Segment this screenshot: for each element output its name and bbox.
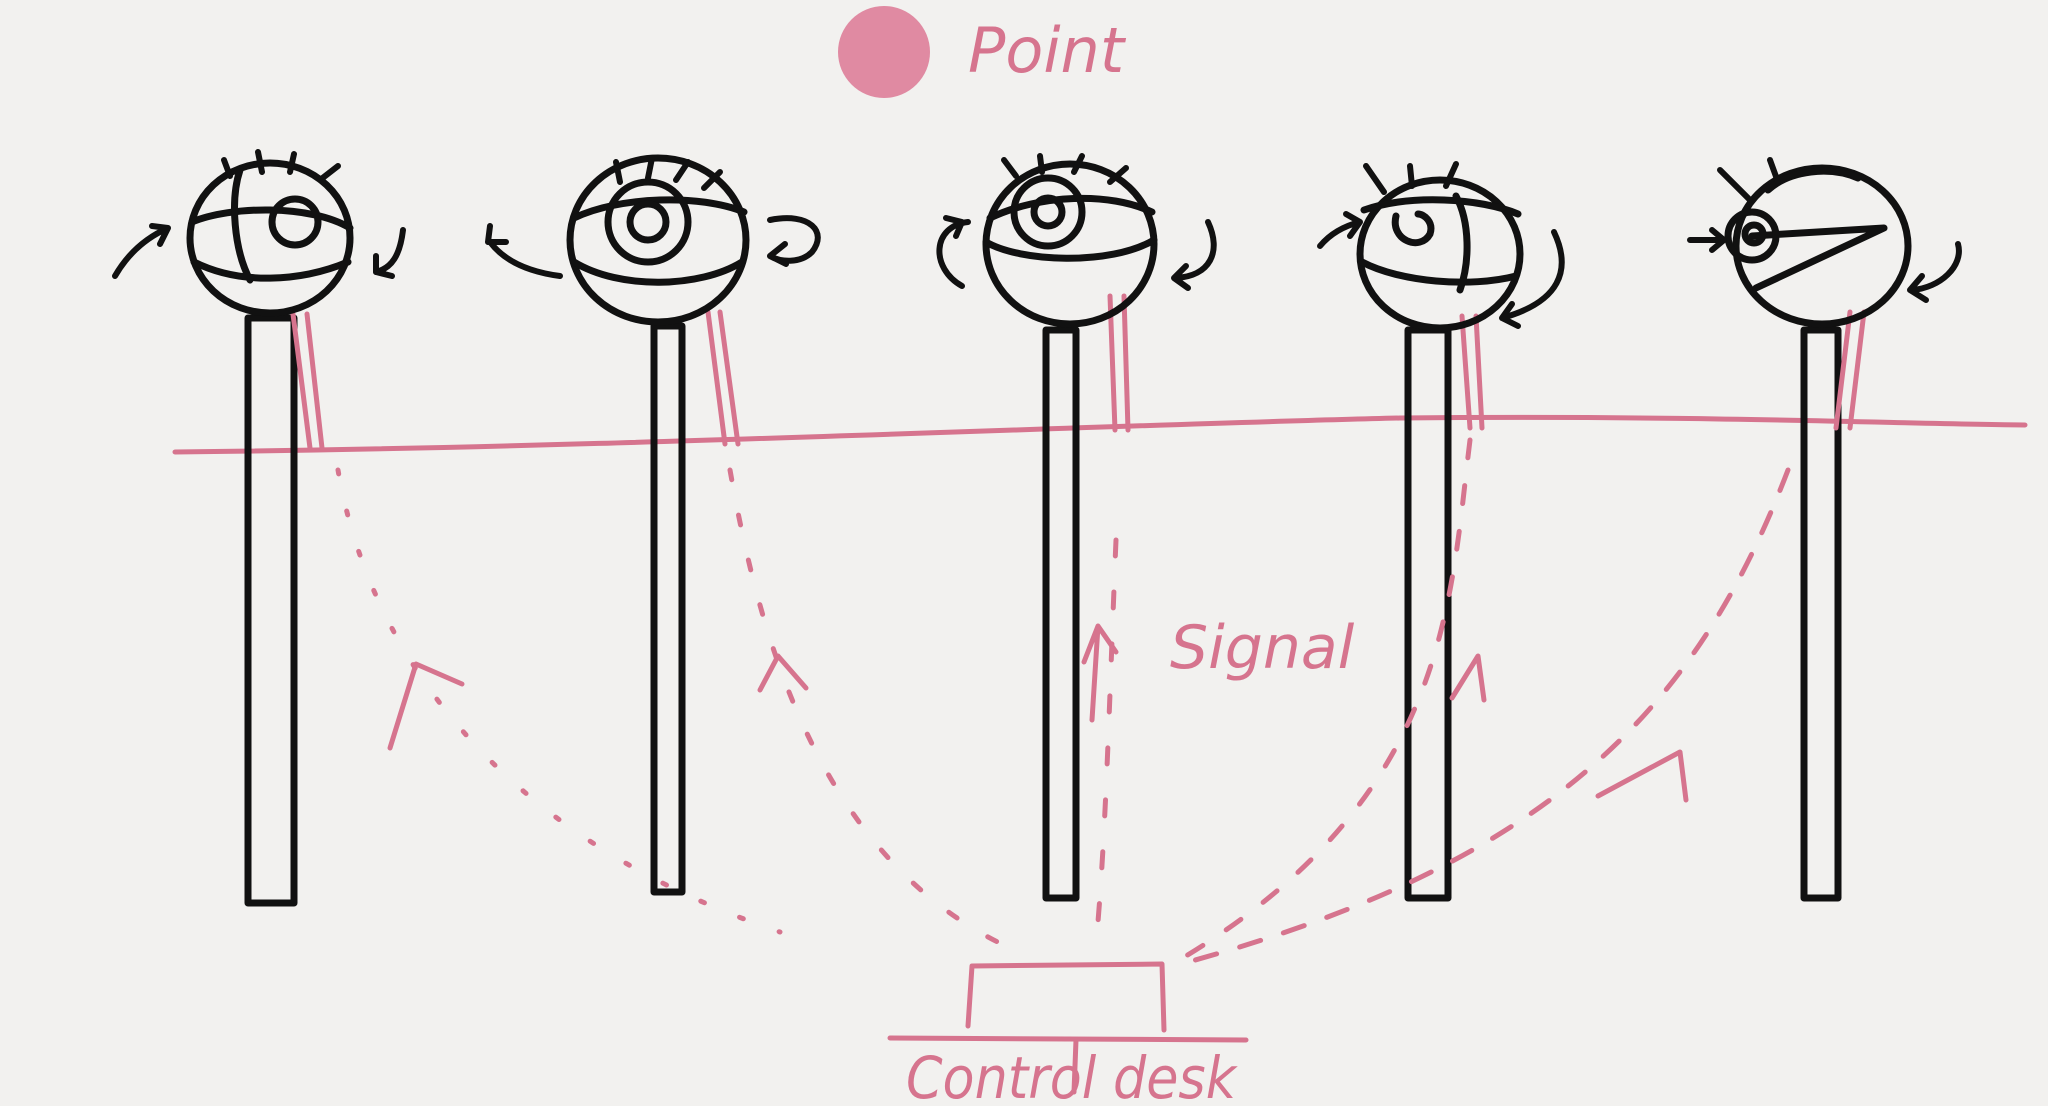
signal-wire — [705, 309, 741, 447]
rotate-arrow-icon — [485, 223, 563, 279]
legend-point: Point — [838, 6, 1127, 98]
rotate-arrow-icon — [1171, 219, 1217, 291]
desk-box — [965, 961, 1167, 1033]
eye-ball — [566, 154, 750, 326]
rotate-arrow-icon — [936, 215, 971, 289]
post-pole — [650, 322, 686, 896]
arrow-up-icon — [1449, 653, 1487, 703]
arrow-up-icon — [1081, 623, 1119, 723]
post-pole — [244, 314, 298, 907]
eye-post-2 — [485, 154, 821, 896]
desk-base-line — [887, 1035, 1249, 1043]
eye-ball — [186, 149, 354, 317]
rotate-arrow-icon — [1907, 241, 1962, 303]
control-desk-label: Control desk — [906, 1044, 1238, 1106]
eye-post-5 — [1687, 157, 1962, 902]
rotate-arrow-icon — [112, 223, 171, 279]
rotate-arrow-icon — [767, 215, 821, 267]
rotate-arrow-icon — [373, 227, 406, 279]
eye-ball — [1356, 161, 1524, 332]
rotate-arrow-icon — [1499, 229, 1565, 329]
eye-post-1 — [112, 149, 406, 907]
control-desk: Control desk — [887, 961, 1249, 1106]
eye-post-4 — [1317, 161, 1565, 902]
post-pole — [1042, 326, 1080, 902]
eye-ball — [982, 153, 1158, 328]
signal-wire — [1107, 293, 1131, 433]
signal-arrows — [387, 623, 1689, 803]
signal-label: Signal — [1170, 613, 1355, 683]
arrow-up-icon — [387, 661, 465, 751]
signal-wire — [1459, 313, 1485, 431]
post-pole — [1800, 326, 1842, 902]
eye-post-3 — [936, 153, 1217, 902]
signal-wire — [290, 311, 325, 451]
point-arrow-icon — [1687, 227, 1727, 253]
eye-ball — [1717, 157, 1912, 328]
rotate-arrow-icon — [1317, 211, 1363, 249]
signal-wire — [1833, 309, 1867, 431]
point-label: Point — [968, 14, 1127, 87]
signal-paths — [335, 437, 1791, 965]
desk-divider — [1071, 1037, 1079, 1095]
arrow-up-icon — [757, 653, 809, 693]
horizon-line — [172, 414, 2028, 455]
arrow-up-icon — [1595, 749, 1689, 803]
point-dot — [838, 6, 930, 98]
